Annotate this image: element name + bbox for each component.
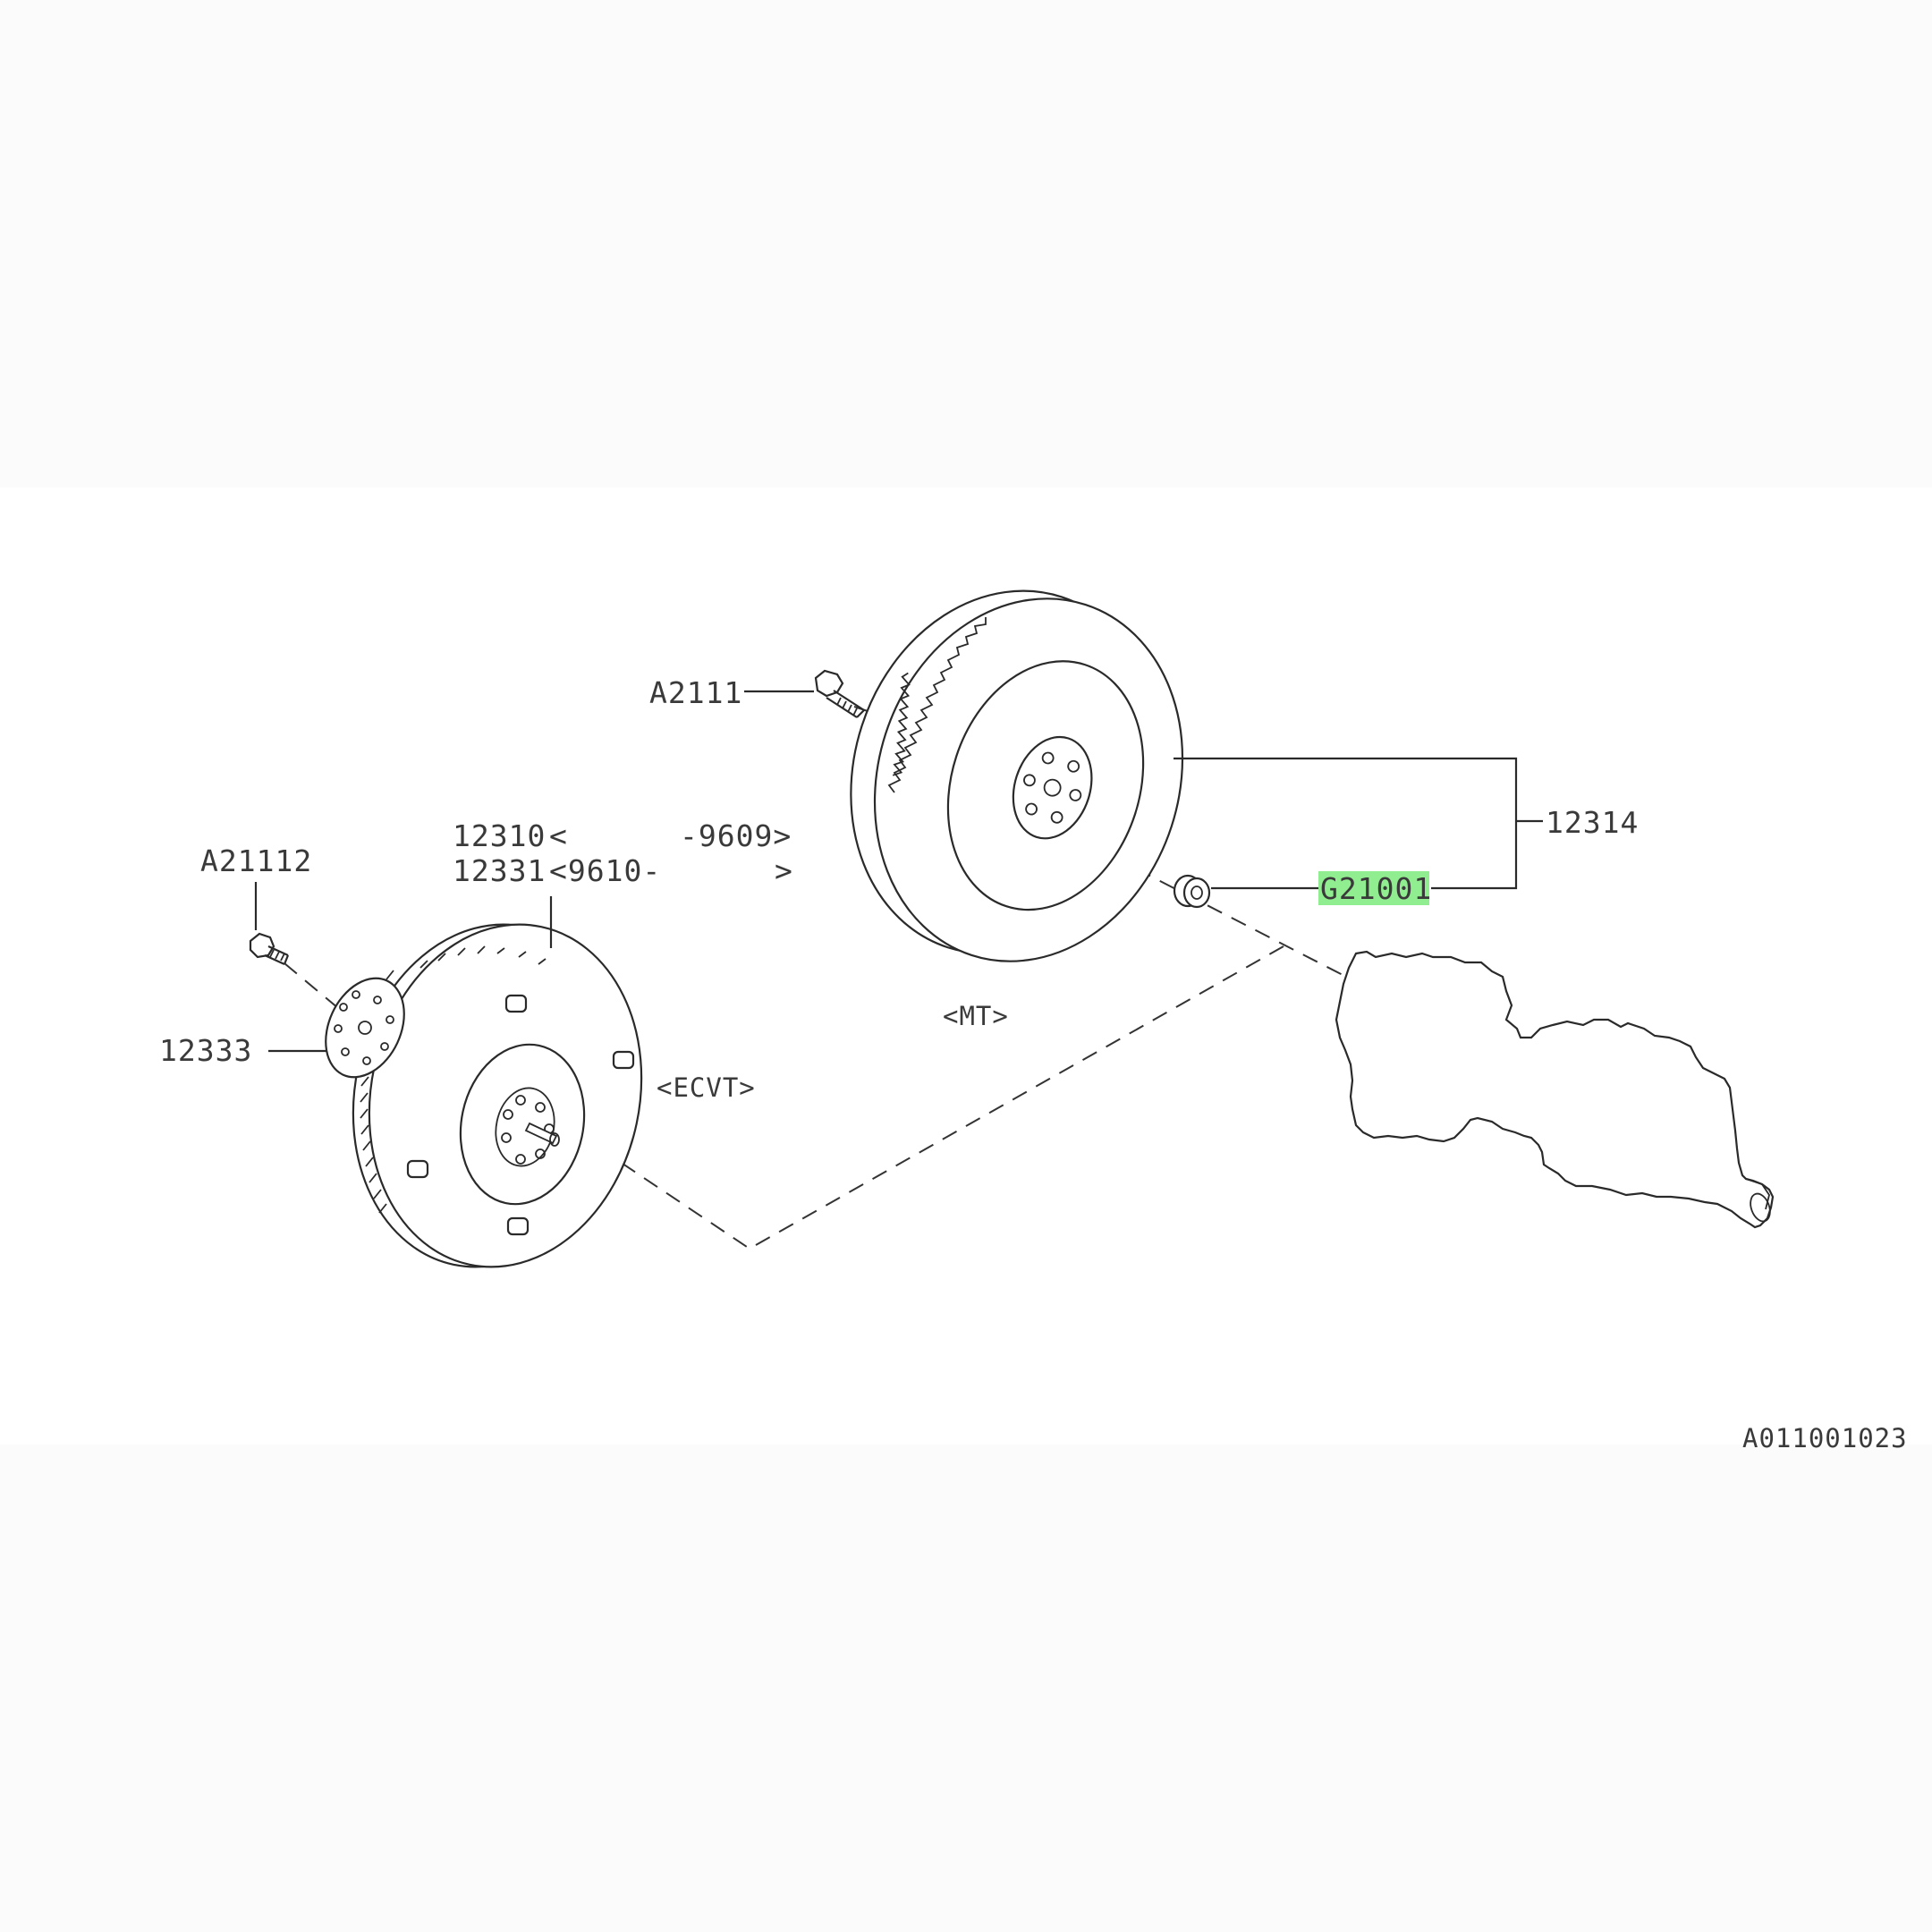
bolt-hole — [1023, 774, 1036, 787]
ecvt-bolt-hole — [515, 1154, 526, 1165]
label-a21112: A21112 — [200, 843, 312, 878]
ring-gear-teeth — [892, 672, 911, 776]
ecvt-pilot-pin — [524, 1122, 558, 1145]
plate-center-hole — [358, 1021, 372, 1035]
bolt-hole — [1067, 759, 1080, 773]
flywheel-face — [873, 597, 1184, 962]
crank-snout-end — [1750, 1192, 1771, 1223]
ecvt-bolt-hole — [501, 1132, 512, 1143]
label-12331: 12331 — [453, 853, 546, 888]
lug — [406, 1159, 429, 1179]
converter-mount-ring — [459, 1043, 586, 1206]
ecvt-ring-teeth-top — [419, 945, 547, 969]
ecvt-bolt-hole — [535, 1148, 546, 1159]
label-a2111: A2111 — [649, 675, 742, 710]
bolt-hole — [1041, 751, 1055, 765]
plate-hole — [339, 1003, 348, 1012]
a2111-bolt — [814, 669, 865, 718]
lug — [504, 994, 528, 1013]
diagram-code: A011001023 — [1742, 1423, 1908, 1453]
lug — [506, 1216, 530, 1236]
plate-hole — [362, 1056, 371, 1065]
bolt-thread — [836, 697, 858, 716]
label-12310-range-end: -9609> — [680, 818, 792, 853]
lug — [612, 1050, 635, 1070]
ecvt-lugs — [406, 994, 635, 1236]
a21112-bolt — [249, 932, 290, 966]
g21001-pilot-bearing — [1173, 874, 1211, 909]
hub — [1012, 735, 1093, 840]
label-ecvt: <ECVT> — [657, 1072, 756, 1103]
mt-ring-gear-teeth — [887, 617, 987, 793]
label-mt: <MT> — [943, 1001, 1009, 1031]
label-12310-range-open: < — [549, 818, 568, 853]
plate-outline — [325, 977, 405, 1079]
ecvt-bolt-hole — [515, 1095, 526, 1106]
bolt-thread — [269, 949, 285, 962]
reinforcement-plate-12333 — [325, 977, 405, 1079]
bolt-shank — [826, 690, 865, 718]
label-12314: 12314 — [1546, 805, 1639, 840]
plate-hole — [380, 1042, 389, 1051]
ecvt-bolt-hole — [503, 1109, 513, 1120]
label-12331-range-close: > — [775, 853, 793, 888]
ecvt-drive-plate — [352, 923, 643, 1268]
bolt-head — [814, 669, 844, 698]
bolt-hole — [1069, 789, 1082, 801]
bearing-bore — [1191, 886, 1203, 900]
ecvt-pilot-pin-tip — [549, 1132, 560, 1147]
plate-hole — [386, 1015, 394, 1024]
label-g21001: G21001 — [1320, 871, 1432, 906]
bolt-hole — [1050, 810, 1063, 824]
plate-hole — [352, 990, 360, 999]
clutch-surface-ring — [946, 660, 1145, 911]
bottom-margin — [0, 1445, 1932, 1932]
g21001-highlight — [1318, 871, 1429, 905]
center-hole — [1043, 778, 1062, 797]
label-12310: 12310 — [453, 818, 546, 853]
plate-hole — [334, 1024, 343, 1033]
bearing-face — [1182, 877, 1211, 909]
label-12333: 12333 — [159, 1033, 252, 1068]
ecvt-bolt-hole — [535, 1102, 546, 1113]
bolt-head — [249, 932, 275, 959]
crankshaft — [1335, 950, 1775, 1229]
leader-12314-bracket — [1174, 757, 1518, 890]
label-12331-range-start: <9610- — [549, 853, 661, 888]
mt-flywheel — [850, 589, 1184, 962]
plate-hole — [341, 1047, 350, 1056]
top-margin — [0, 0, 1932, 487]
bolt-hole — [1025, 802, 1038, 816]
part-labels: A2111 A21112 12310 < -9609> 12331 <9610-… — [159, 675, 1908, 1453]
plate-hole — [373, 996, 382, 1004]
leader-lines — [254, 690, 1543, 1053]
